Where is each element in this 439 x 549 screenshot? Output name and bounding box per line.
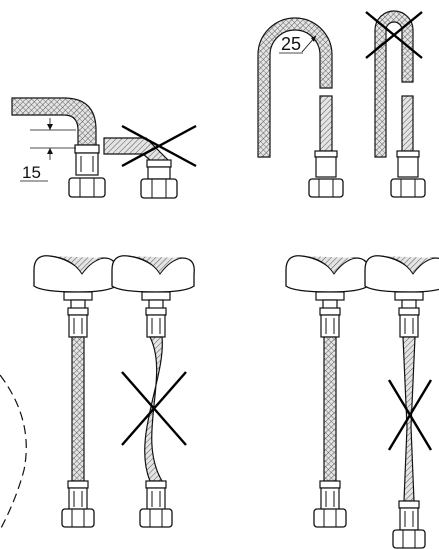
ferrule-collar bbox=[398, 307, 420, 316]
ferrule bbox=[320, 487, 340, 511]
ferrule bbox=[146, 314, 166, 338]
tap-handle-grip bbox=[127, 255, 183, 275]
ferrule bbox=[399, 314, 419, 338]
u-bend-tight-panel bbox=[365, 10, 426, 198]
tight-ferrule bbox=[396, 150, 420, 178]
tap-handle-grip bbox=[301, 255, 357, 275]
u-bend-ferrule bbox=[314, 150, 338, 178]
hex-nut bbox=[139, 508, 173, 528]
ferrule bbox=[146, 487, 166, 511]
tap-valve-body bbox=[394, 291, 424, 301]
ferrule bbox=[320, 314, 340, 338]
ferrule bbox=[399, 507, 419, 531]
ferrule-collar bbox=[145, 307, 167, 316]
elbow-correct-panel: 15 bbox=[11, 97, 106, 198]
forbidden-cross-line bbox=[387, 379, 433, 451]
tight-nut bbox=[390, 178, 426, 198]
vertical-hoses-row bbox=[33, 255, 439, 549]
offset-dimension: 15 bbox=[20, 118, 76, 182]
hose-assembly-straight bbox=[285, 255, 369, 528]
ferrule bbox=[68, 314, 88, 338]
tap-valve-body bbox=[315, 291, 345, 301]
ferrule bbox=[68, 487, 88, 511]
ferrule-collar bbox=[67, 307, 89, 316]
tap-valve-body bbox=[141, 291, 171, 301]
braided-hose-weave bbox=[72, 337, 84, 481]
tap-valve-body bbox=[63, 291, 93, 301]
u-bend-straight-section bbox=[319, 95, 333, 152]
radius-dimension: 25 bbox=[279, 34, 317, 54]
forbidden-cross-kinked bbox=[121, 124, 197, 168]
hose-assembly-twisted bbox=[111, 255, 195, 528]
kinked-ferrule bbox=[146, 159, 172, 180]
ferrule-collar bbox=[319, 480, 341, 489]
hose-assembly-stretched bbox=[364, 255, 439, 549]
ferrule-collar bbox=[319, 307, 341, 316]
braided-hose-weave bbox=[324, 337, 336, 481]
u-bend-nut bbox=[308, 178, 344, 198]
ferrule-collar bbox=[398, 500, 420, 509]
radius-label: 25 bbox=[281, 34, 301, 54]
forbidden-cross-line bbox=[121, 371, 187, 446]
hex-nut bbox=[61, 508, 95, 528]
hose-assembly-straight bbox=[33, 255, 117, 528]
dashed-arc bbox=[0, 374, 27, 531]
elbow-ferrule bbox=[74, 144, 100, 176]
tap-handle-grip bbox=[380, 255, 436, 275]
hex-nut bbox=[392, 529, 426, 549]
kinked-nut bbox=[140, 178, 178, 199]
hex-nut bbox=[313, 508, 347, 528]
elbow-nut bbox=[68, 177, 106, 198]
elbow-kinked-panel bbox=[103, 124, 197, 199]
offset-label: 15 bbox=[22, 163, 41, 182]
ferrule-collar bbox=[67, 480, 89, 489]
ferrule-collar bbox=[145, 480, 167, 489]
forbidden-cross-tight bbox=[365, 11, 423, 59]
tap-handle-grip bbox=[49, 255, 105, 275]
u-bend-correct-panel: 25 bbox=[257, 17, 344, 198]
